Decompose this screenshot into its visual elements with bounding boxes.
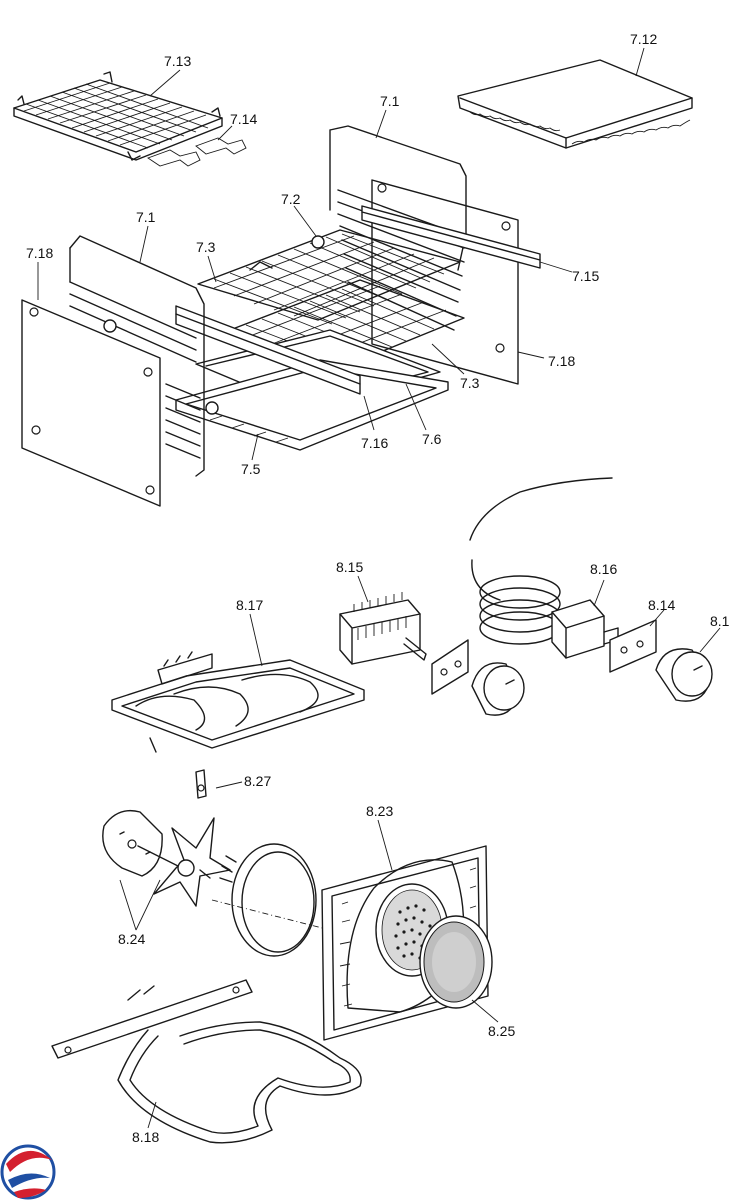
part-8-16-thermostat bbox=[469, 477, 713, 702]
circular-heating-element bbox=[211, 843, 331, 957]
label-7-15: 7.15 bbox=[572, 268, 599, 284]
label-7-13: 7.13 bbox=[164, 53, 191, 69]
label-7-18-right: 7.18 bbox=[548, 353, 575, 369]
label-7-3-right: 7.3 bbox=[460, 375, 480, 391]
label-8-18: 8.18 bbox=[132, 1129, 159, 1145]
part-8-24-fan-motor bbox=[102, 809, 231, 907]
part-8-15-selector-switch bbox=[339, 592, 525, 716]
part-7-12-top-panel bbox=[457, 59, 693, 149]
label-8-27: 8.27 bbox=[244, 773, 271, 789]
label-7-5: 7.5 bbox=[241, 461, 261, 477]
label-8-1: 8.1 bbox=[710, 613, 730, 629]
part-8-27-clip bbox=[195, 769, 207, 799]
label-7-1-right: 7.1 bbox=[380, 93, 400, 109]
label-8-16: 8.16 bbox=[590, 561, 617, 577]
label-7-16: 7.16 bbox=[361, 435, 388, 451]
label-8-25: 8.25 bbox=[488, 1023, 515, 1039]
part-8-18-lower-element bbox=[51, 979, 362, 1144]
label-8-23: 8.23 bbox=[366, 803, 393, 819]
label-7-1-left: 7.1 bbox=[136, 209, 156, 225]
callout-labels: 7.13 7.12 7.14 7.1 7.2 7.1 7.18 7.3 7.15… bbox=[26, 31, 730, 1145]
label-7-14: 7.14 bbox=[230, 111, 257, 127]
part-8-17-grill-element bbox=[111, 651, 365, 753]
label-8-14: 8.14 bbox=[648, 597, 675, 613]
label-7-2: 7.2 bbox=[281, 191, 301, 207]
label-8-15: 8.15 bbox=[336, 559, 363, 575]
label-7-3-top: 7.3 bbox=[196, 239, 216, 255]
label-7-18-left: 7.18 bbox=[26, 245, 53, 261]
oven-shelf-assembly bbox=[21, 125, 541, 507]
part-7-13-wire-rack bbox=[13, 71, 223, 161]
label-8-17: 8.17 bbox=[236, 597, 263, 613]
label-7-12: 7.12 bbox=[630, 31, 657, 47]
part-7-14-clips bbox=[147, 137, 247, 167]
leader-lines bbox=[37, 47, 721, 1129]
label-8-24: 8.24 bbox=[118, 931, 145, 947]
part-8-25-filter bbox=[419, 915, 493, 1009]
label-7-6: 7.6 bbox=[422, 431, 442, 447]
brand-logo bbox=[0, 1144, 56, 1200]
